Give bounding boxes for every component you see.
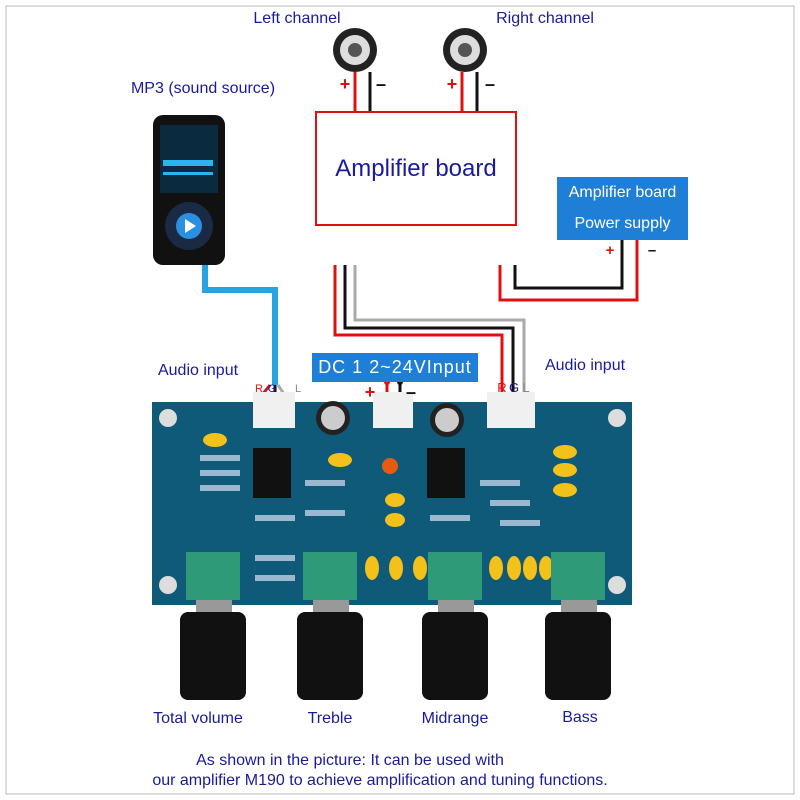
footer-line2: our amplifier M190 to achieve amplificat… xyxy=(152,772,608,789)
in-pin-g: G xyxy=(267,383,277,395)
psu-minus: – xyxy=(647,242,657,259)
total-volume-label: Total volume xyxy=(153,710,243,727)
right-minus: – xyxy=(484,74,496,94)
midrange-knob xyxy=(422,552,488,700)
audio-cable xyxy=(202,265,278,385)
footer-line1: As shown in the picture: It can be used … xyxy=(196,752,504,769)
right-plus: + xyxy=(446,74,458,94)
left-minus: – xyxy=(375,74,387,94)
output-wires xyxy=(333,265,526,400)
amplifier-board-box xyxy=(315,111,517,226)
dc-minus: – xyxy=(405,382,417,402)
amplifier-board-title: Amplifier board xyxy=(335,154,497,182)
out-pin-g: G xyxy=(508,380,520,395)
bass-knob xyxy=(545,552,611,700)
mp3-player-icon xyxy=(153,115,225,265)
left-channel-label: Left channel xyxy=(253,10,341,27)
psu-plus: + xyxy=(605,242,615,259)
in-pin-l: L xyxy=(294,383,302,395)
psu-line1: Amplifier board xyxy=(568,184,677,201)
treble-label: Treble xyxy=(307,710,353,727)
volume-knob xyxy=(180,552,246,700)
right-channel-label: Right channel xyxy=(496,10,594,27)
power-supply-box: Amplifier board Power supply xyxy=(557,177,688,240)
in-pin-r: R xyxy=(255,383,263,395)
midrange-label: Midrange xyxy=(421,710,489,727)
out-pin-r: R xyxy=(497,380,507,395)
out-pin-l: L xyxy=(522,380,530,395)
speaker-wires xyxy=(353,72,479,112)
psu-line2: Power supply xyxy=(574,215,671,232)
mp3-label: MP3 (sound source) xyxy=(130,80,276,97)
bass-label: Bass xyxy=(562,709,598,726)
audio-input-right-label: Audio input xyxy=(544,357,626,374)
dc-input-label: DC 1 2~24VInput xyxy=(312,353,478,382)
right-speaker-icon xyxy=(443,28,487,72)
dc-plus: + xyxy=(364,382,376,402)
treble-knob xyxy=(297,552,363,700)
left-plus: + xyxy=(339,74,351,94)
audio-input-left-label: Audio input xyxy=(157,362,239,379)
left-speaker-icon xyxy=(333,28,377,72)
power-wires xyxy=(498,240,639,302)
frame xyxy=(5,5,795,795)
